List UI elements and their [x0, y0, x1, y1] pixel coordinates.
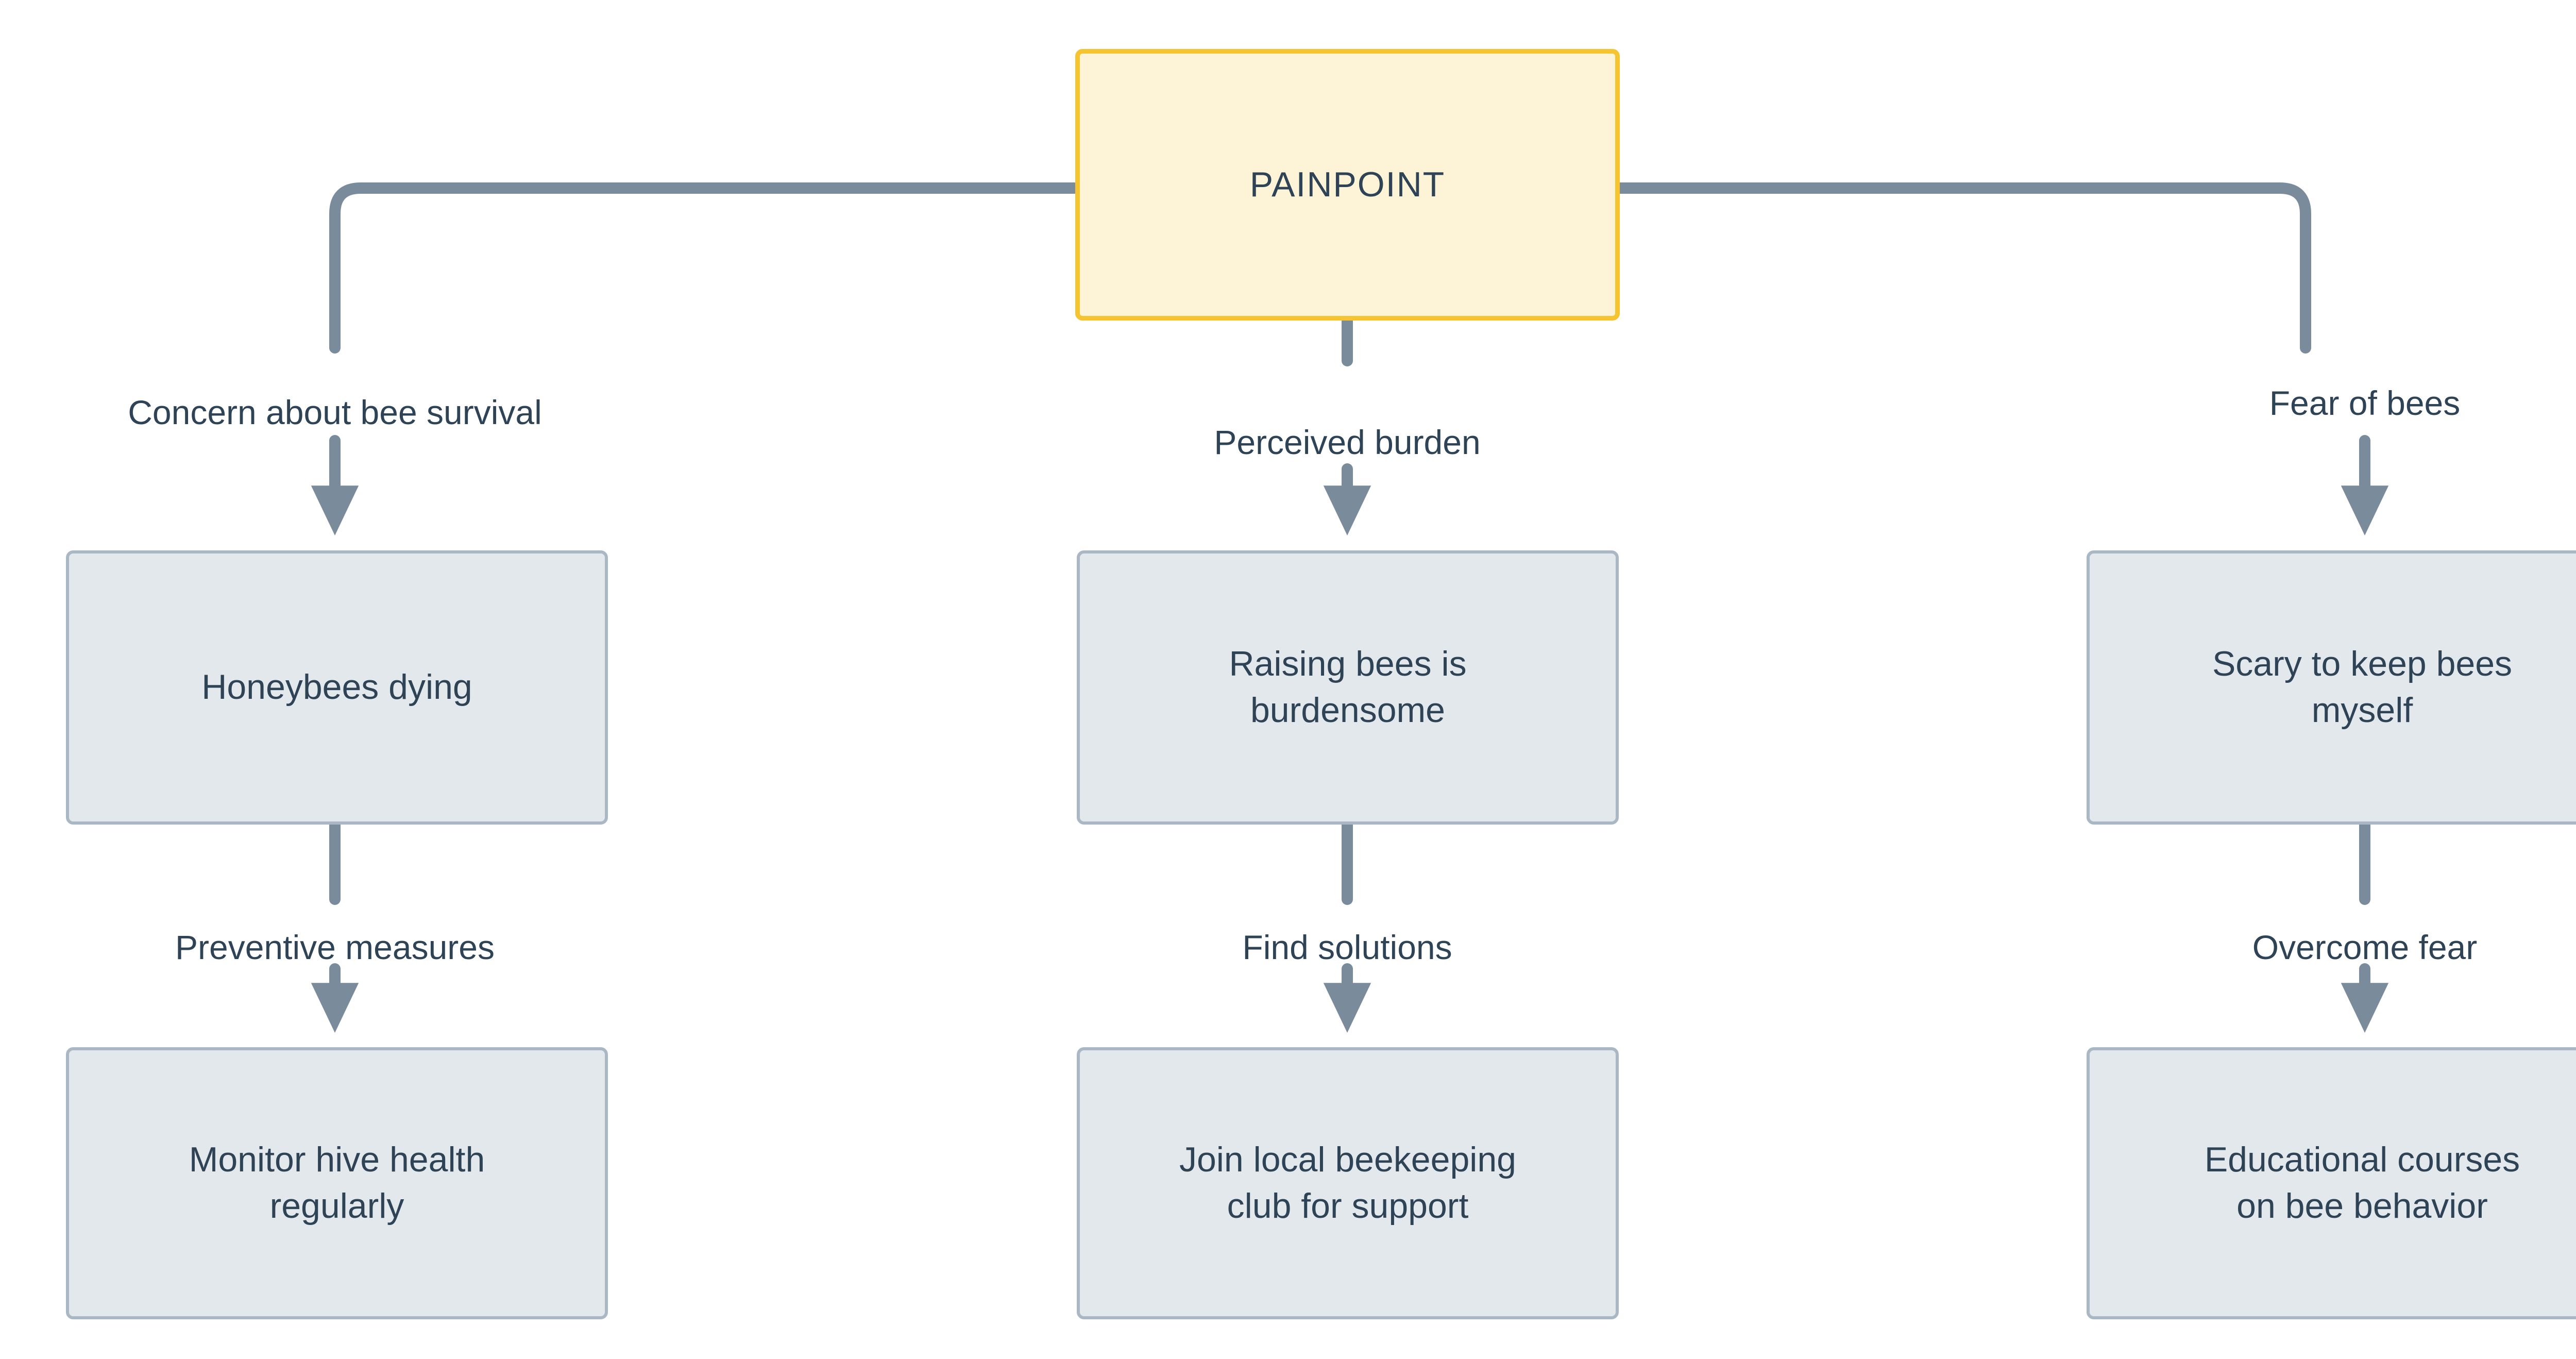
edge-label-perceived-burden: Perceived burden: [1214, 423, 1481, 461]
edge-label-overcome-fear: Overcome fear: [2252, 928, 2478, 966]
edge-root-to-left-branch: [329, 182, 1080, 354]
edge-label-preventive-measures: Preventive measures: [175, 928, 495, 966]
node-scary-to-keep-bees-myself[interactable]: Scary to keep bees myself: [2087, 550, 2576, 825]
node-honeybees-dying[interactable]: Honeybees dying: [66, 550, 608, 825]
node-educational-courses-on-bee-behavior[interactable]: Educational courses on bee behavior: [2087, 1047, 2576, 1319]
edge-root-to-right-branch: [1615, 182, 2311, 354]
node-raising-bees-is-burdensome[interactable]: Raising bees is burdensome: [1077, 550, 1619, 825]
edge-label-find-solutions: Find solutions: [1242, 928, 1452, 966]
edge-label-fear-of-bees: Fear of bees: [2269, 384, 2461, 422]
edge-label-concern-about-bee-survival: Concern about bee survival: [128, 393, 542, 431]
node-monitor-hive-health-regularly[interactable]: Monitor hive health regularly: [66, 1047, 608, 1319]
node-painpoint[interactable]: PAINPOINT: [1075, 49, 1620, 321]
node-join-local-beekeeping-club[interactable]: Join local beekeeping club for support: [1077, 1047, 1619, 1319]
